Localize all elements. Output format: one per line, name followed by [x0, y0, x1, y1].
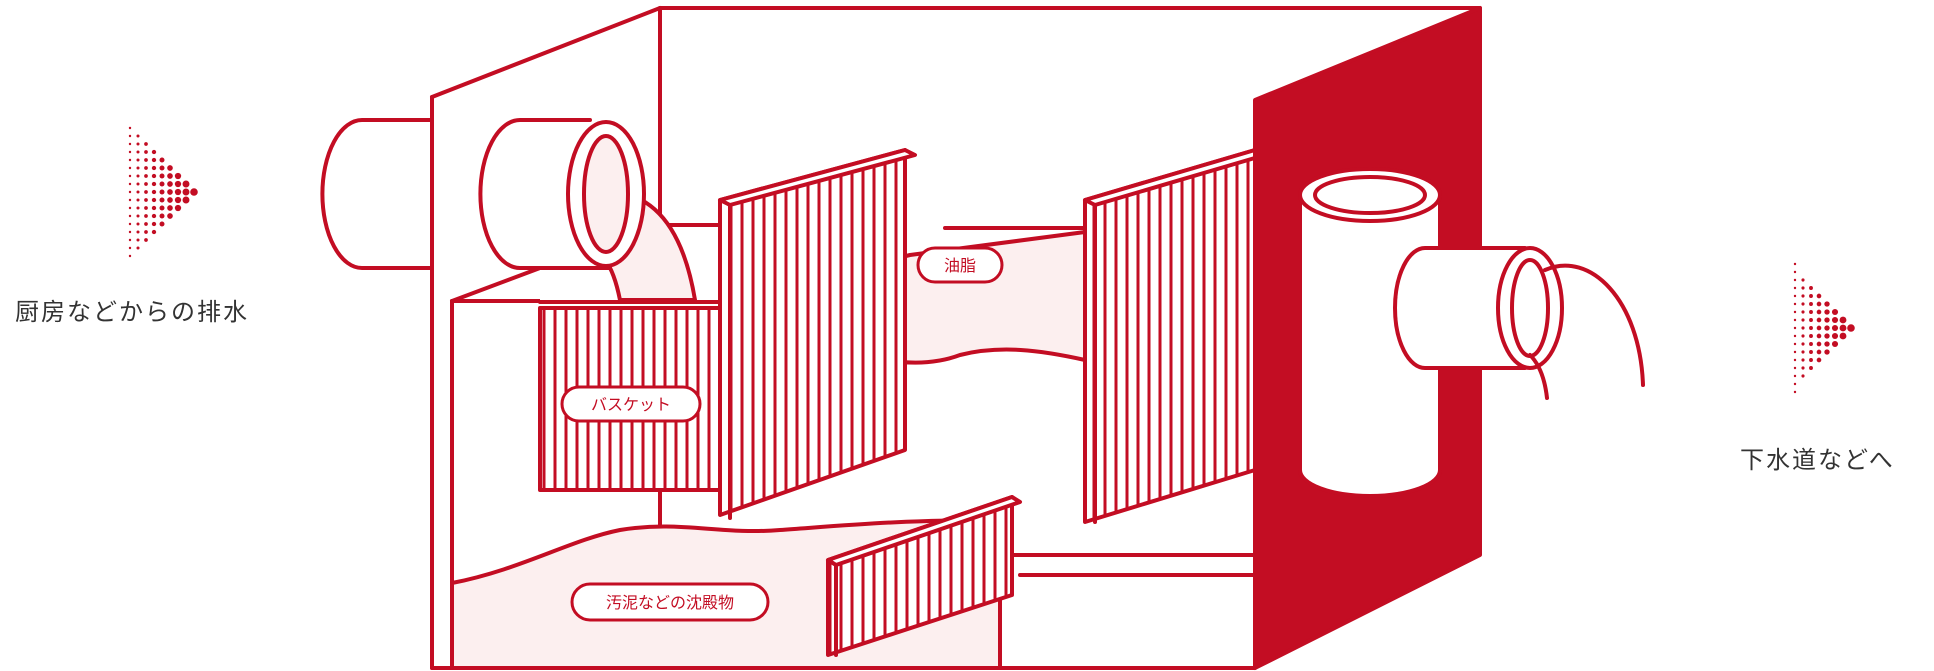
baffle-1: [720, 150, 915, 518]
basket-tag: バスケット: [562, 387, 700, 421]
baffle-2: [1085, 150, 1265, 522]
inlet-pipe: [322, 120, 432, 268]
oil-tag-label: 油脂: [944, 256, 976, 275]
internal-inlet-pipe: [480, 120, 644, 268]
basket-tag-label: バスケット: [591, 395, 671, 414]
inflow-label: 厨房などからの排水: [15, 292, 249, 327]
sludge-tag: 汚泥などの沈殿物: [572, 584, 768, 620]
dotted-triangle-arrow-icon: [1794, 263, 1855, 393]
dotted-triangle-arrow-icon: [129, 127, 198, 257]
oil-tag: 油脂: [918, 248, 1002, 282]
sludge-tag-label: 汚泥などの沈殿物: [606, 593, 734, 612]
outflow-label: 下水道などへ: [1740, 440, 1895, 475]
